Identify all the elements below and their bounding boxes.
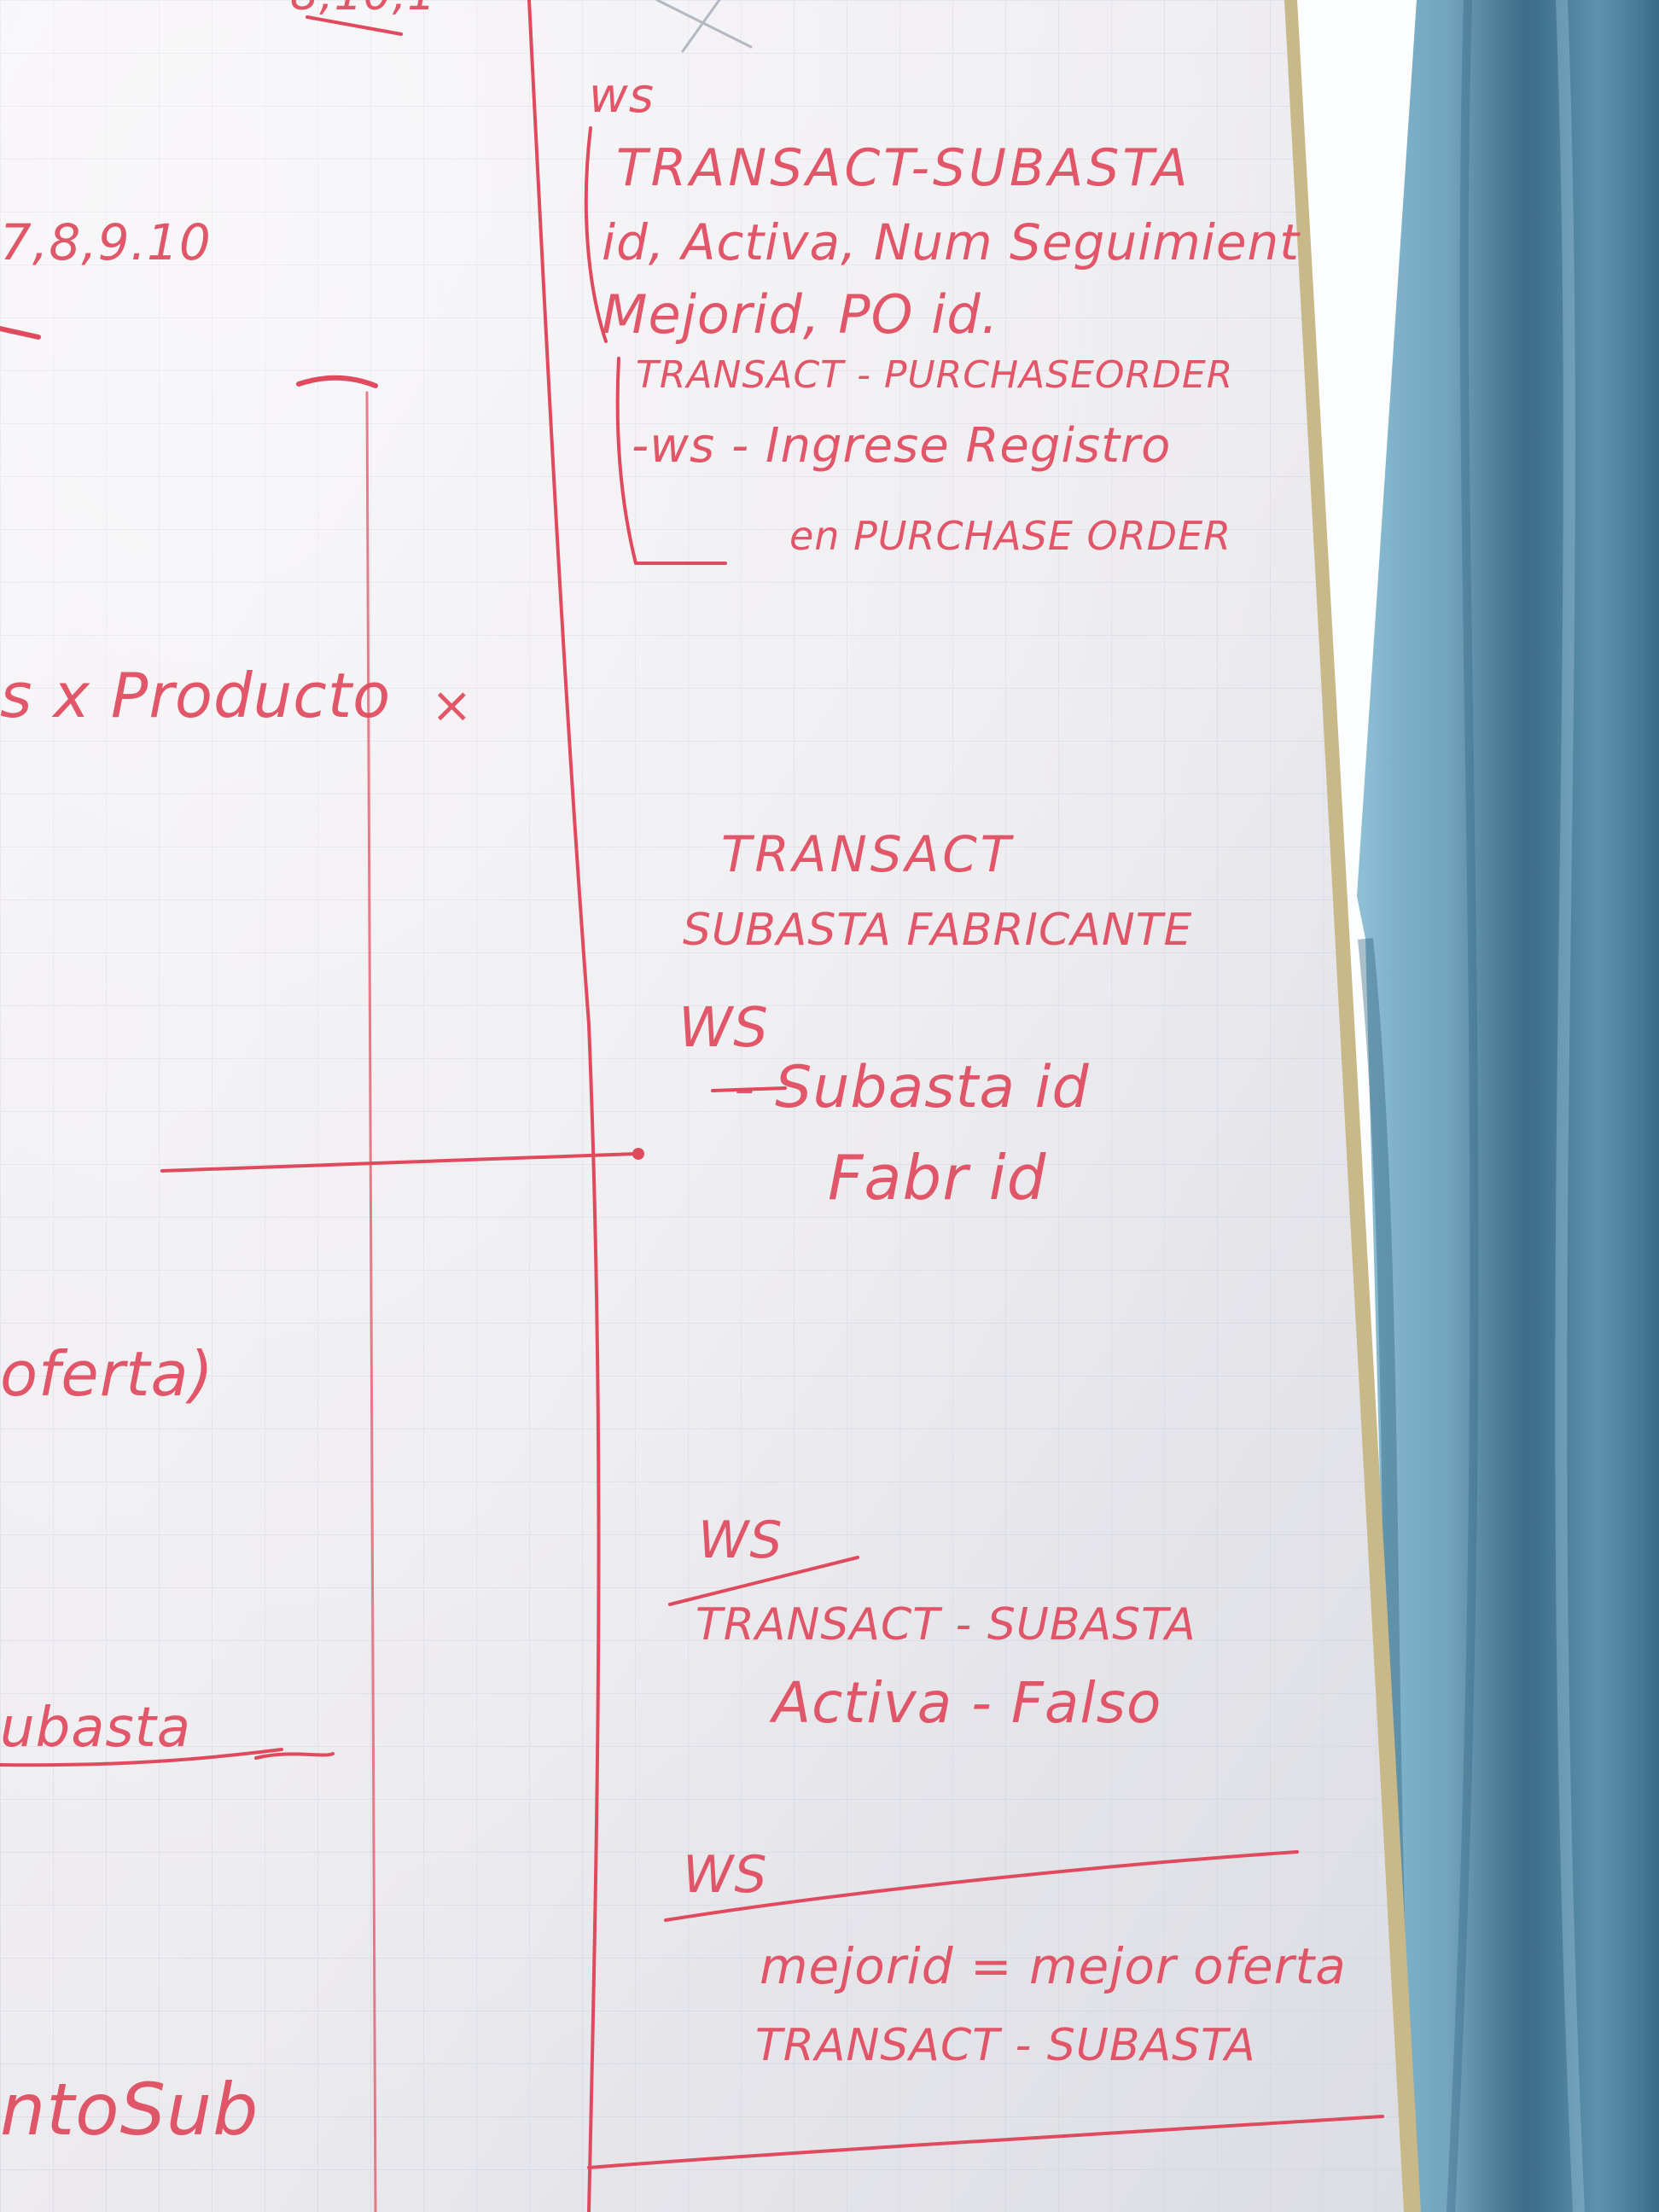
- block5-line2: TRANSACT - SUBASTA: [755, 2020, 1256, 2071]
- left-fragment-ptosub: ntoSub: [0, 2068, 259, 2151]
- block5-line1: mejorid = mejor oferta: [760, 1937, 1347, 1995]
- left-fragment-producto: s x Producto: [0, 660, 392, 731]
- block1-line1: TRANSACT-SUBASTA: [616, 138, 1191, 198]
- left-fragment-subasta: ubasta: [0, 1697, 192, 1760]
- block2-line1: TRANSACT - PURCHASEORDER: [636, 353, 1234, 397]
- block4-line1: TRANSACT - SUBASTA: [696, 1599, 1196, 1650]
- left-fragment-top: 8,10,1: [290, 0, 436, 23]
- block3-ws: WS: [678, 997, 769, 1060]
- block2-line3: en PURCHASE ORDER: [789, 513, 1232, 559]
- left-fragment-oferta: oferta): [0, 1338, 214, 1410]
- block3-line2: SUBASTA FABRICANTE: [683, 905, 1193, 956]
- cross-mark: ×: [431, 676, 474, 734]
- left-fragment-numbers: 7,8,9.10: [0, 213, 212, 271]
- board-frame: [1280, 0, 1421, 2212]
- marker-lines: [0, 0, 1384, 2212]
- block3-line4: Fabr id: [828, 1142, 1047, 1214]
- block2-line2: -ws - Ingrese Registro: [632, 418, 1172, 474]
- block3-line3: - Subasta id: [734, 1054, 1090, 1121]
- curtain: [1357, 0, 1659, 2212]
- block5-ws: WS: [683, 1845, 768, 1905]
- block4-ws: WS: [698, 1511, 783, 1570]
- block1-line2: id, Activa, Num Seguimient: [602, 213, 1301, 271]
- block3-line1: TRANSACT: [721, 825, 1015, 883]
- block1-line3: Mejorid, PO id.: [602, 283, 999, 346]
- block4-line2: Activa - Falso: [772, 1670, 1162, 1736]
- block1-ws: ws: [589, 68, 655, 124]
